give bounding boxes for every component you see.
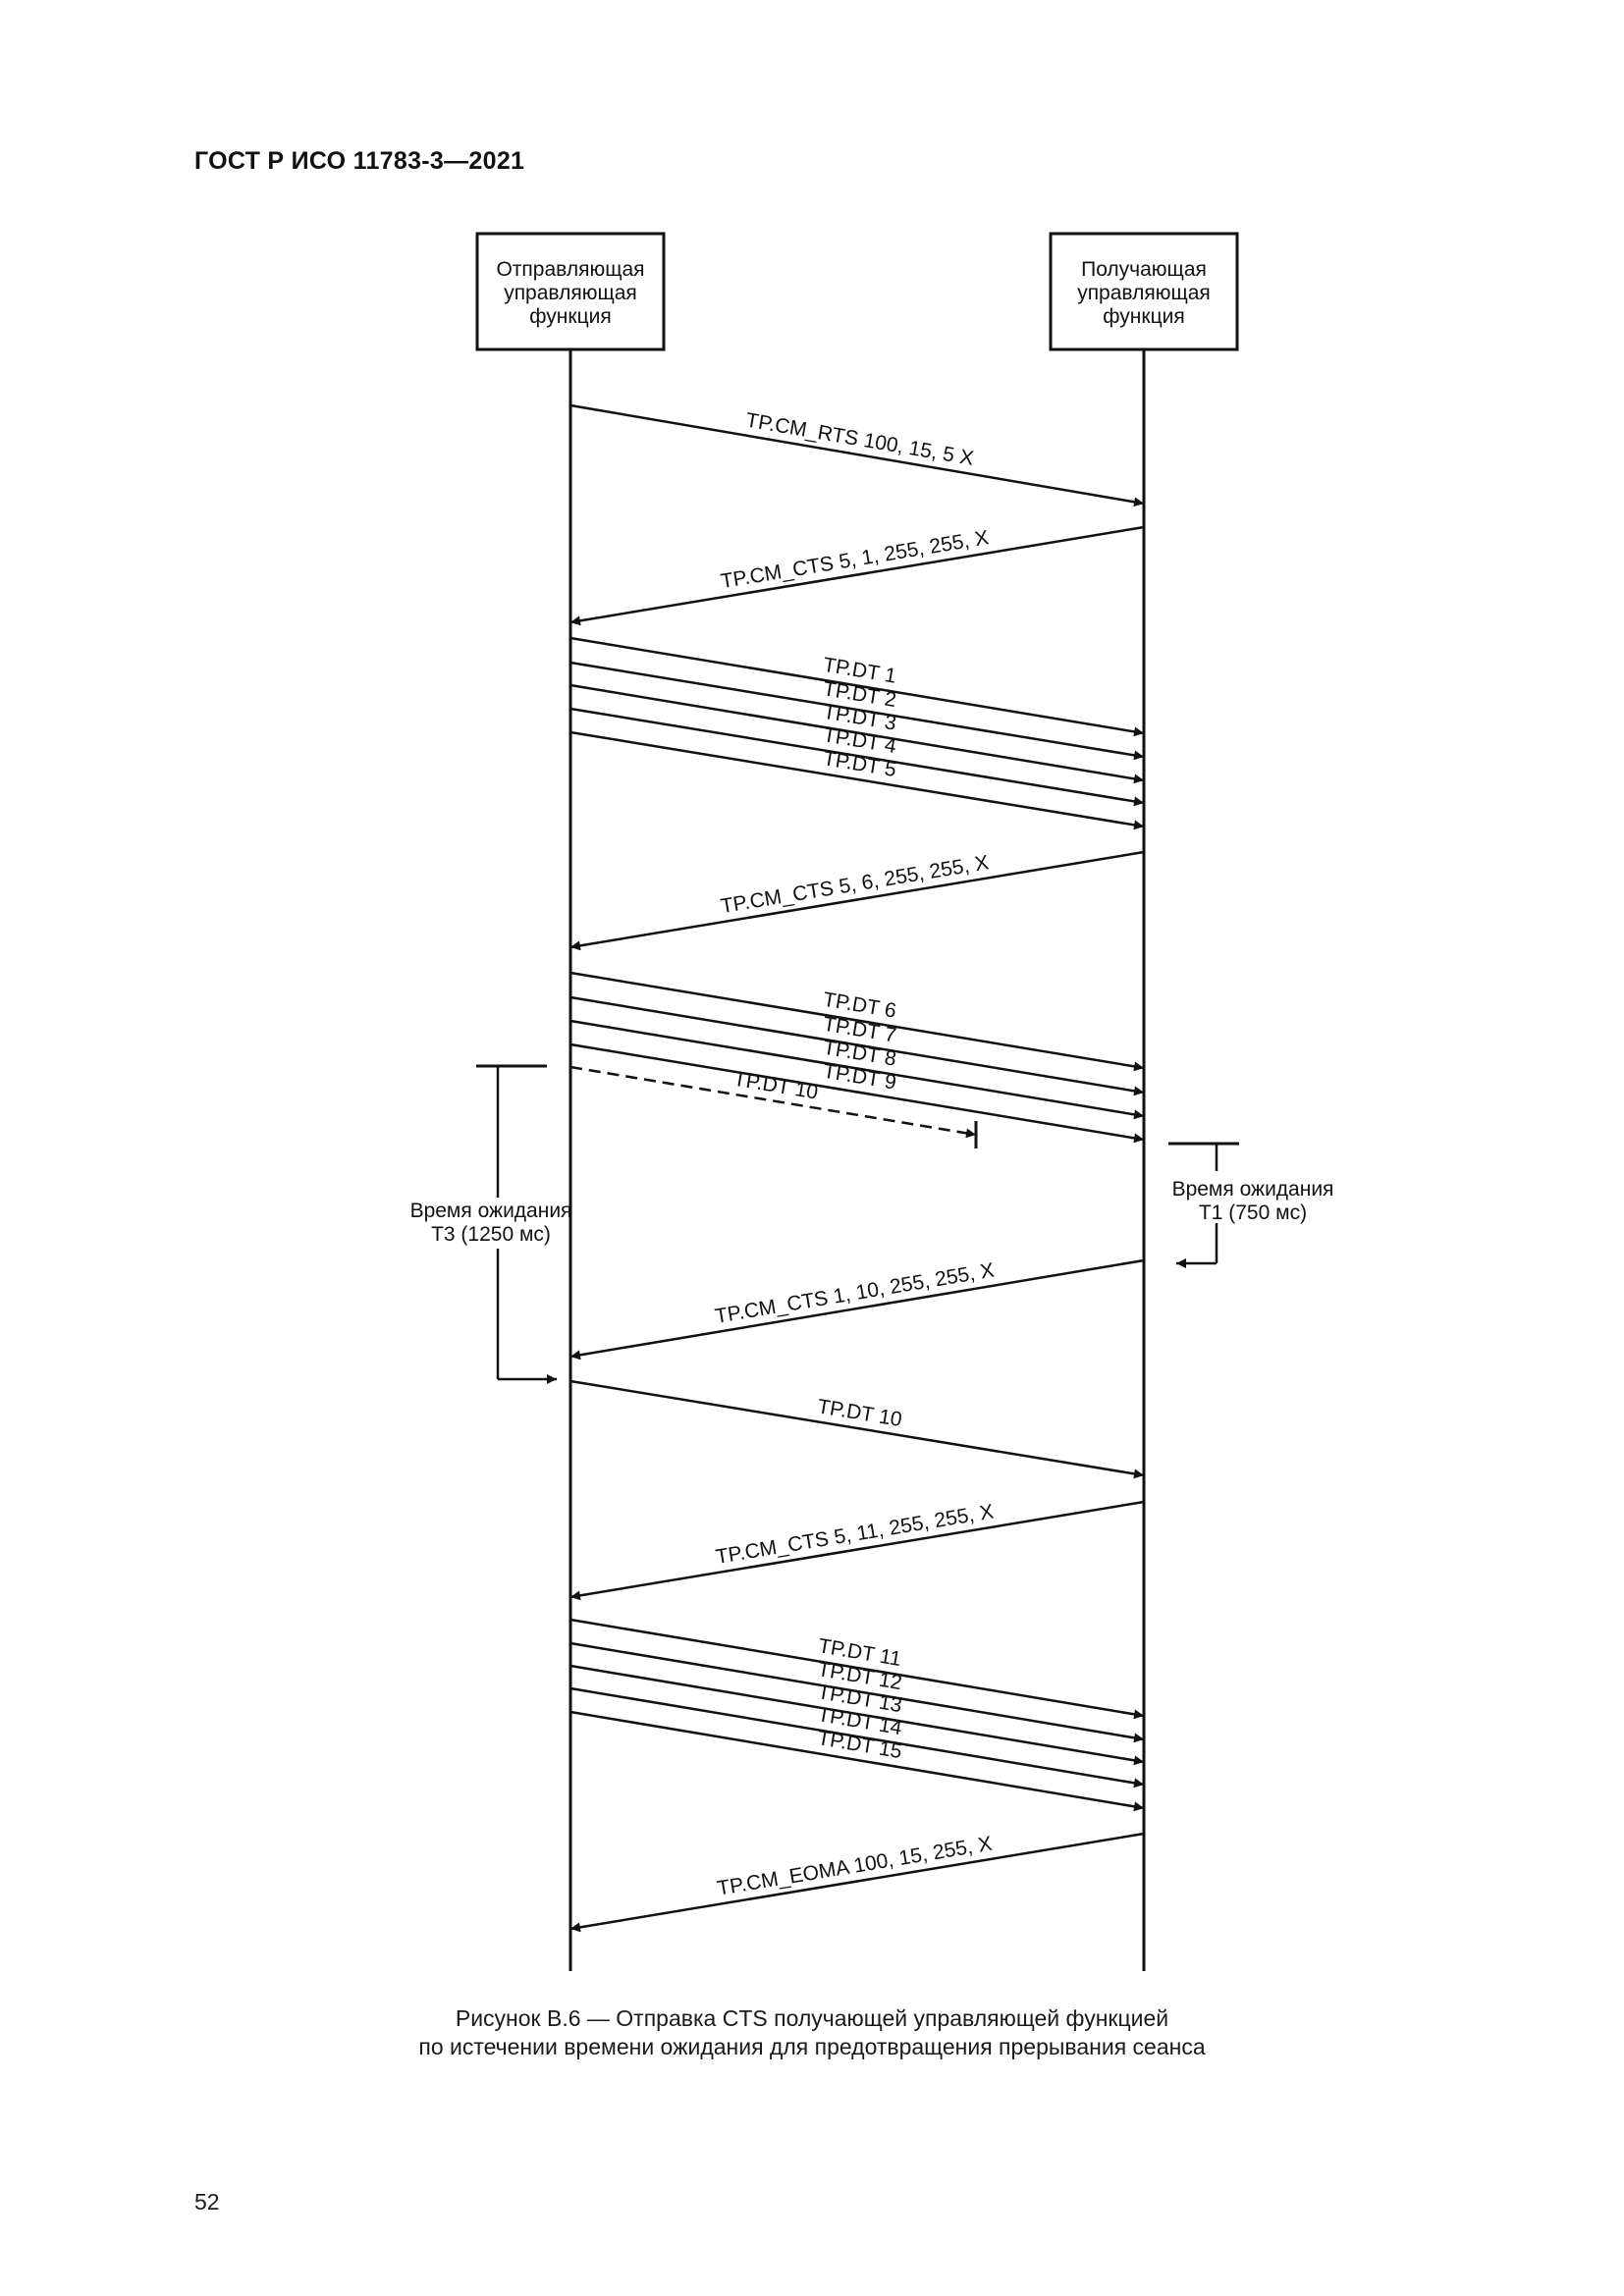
message-arrow [569, 661, 1145, 761]
timer-t1-label: Т1 (750 мс) [1199, 1201, 1307, 1224]
message-arrow [569, 1664, 1145, 1766]
message-arrow [569, 1258, 1145, 1361]
message-arrow [569, 1710, 1145, 1812]
message-label: TP.DT 10 [731, 1068, 819, 1104]
message-arrow [569, 707, 1145, 807]
timer-t3-label: Время ожидания [410, 1200, 572, 1222]
message-arrow [569, 525, 1145, 626]
message-arrow [569, 730, 1145, 830]
message-arrow [569, 1618, 1145, 1720]
receiver-label-line: функция [1103, 305, 1184, 328]
message-arrow [569, 683, 1145, 784]
message-arrow [569, 1686, 1145, 1789]
figure-caption-line-1: Рисунок В.6 — Отправка CTS получающей уп… [455, 2005, 1169, 2031]
message-arrow [569, 403, 1145, 507]
message-arrow [569, 636, 1145, 737]
figure-caption-line-2: по истечении времени ожидания для предот… [418, 2034, 1206, 2059]
message-arrow [569, 1379, 1145, 1479]
message-arrow [569, 1832, 1145, 1933]
page-number: 52 [194, 2189, 220, 2215]
sender-box [475, 232, 666, 351]
timer-t1-label: Время ожидания [1172, 1178, 1334, 1201]
sender-label-line: управляющая [504, 282, 637, 304]
message-label: TP.CM_RTS 100, 15, 5 X [744, 409, 976, 470]
receiver-label-line: Получающая [1081, 258, 1207, 281]
message-arrow [569, 850, 1145, 951]
message-arrow [569, 1019, 1145, 1120]
message-label: TP.DT 10 [816, 1395, 903, 1431]
message-arrow [569, 1641, 1145, 1743]
message-arrow [569, 1042, 1145, 1144]
sender-label-line: функция [529, 305, 611, 328]
sender-label-line: Отправляющая [496, 258, 644, 281]
message-arrow [569, 995, 1145, 1096]
message-arrow [569, 971, 1145, 1072]
timer-t3-label: Т3 (1250 мс) [431, 1223, 551, 1246]
message-arrow [569, 1065, 977, 1139]
message-arrow [569, 1500, 1145, 1601]
document-header: ГОСТ Р ИСО 11783-3—2021 [194, 147, 525, 175]
receiver-label-line: управляющая [1077, 282, 1211, 304]
